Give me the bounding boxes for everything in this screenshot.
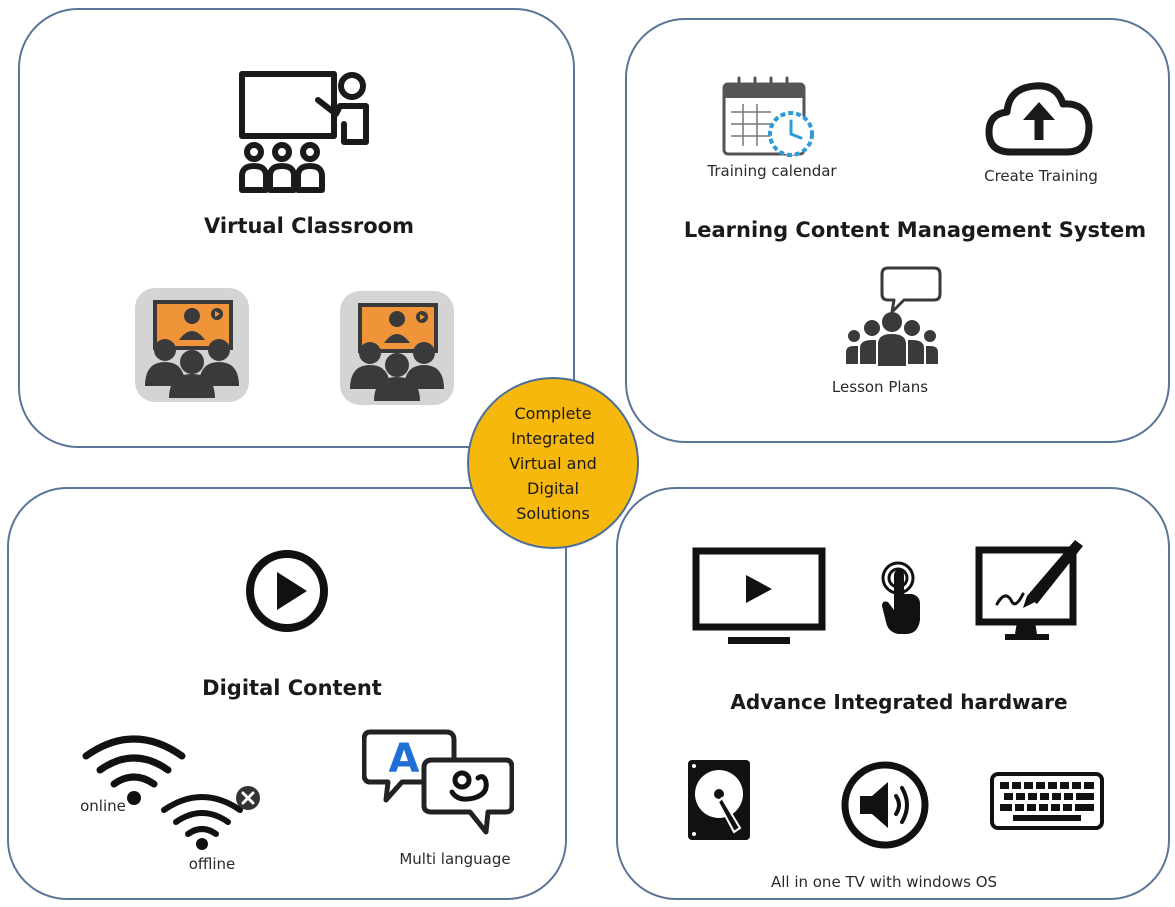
training-calendar-icon — [722, 76, 814, 157]
virtual-classroom-title: Virtual Classroom — [204, 214, 414, 238]
wifi-icon — [82, 735, 186, 805]
svg-text:A: A — [389, 736, 420, 782]
create-training-label: Create Training — [984, 167, 1098, 185]
center-hub-label: Complete Integrated Virtual and Digital … — [509, 403, 597, 523]
online-label: online — [80, 797, 126, 815]
pen-monitor-icon — [975, 540, 1083, 640]
tv-play-icon — [692, 547, 826, 644]
hard-disk-icon — [688, 760, 750, 840]
virtual-classroom-panel — [18, 8, 575, 448]
hardware-title: Advance Integrated hardware — [730, 690, 1068, 714]
center-hub: Complete Integrated Virtual and Digital … — [467, 377, 639, 549]
training-calendar-label: Training calendar — [707, 162, 837, 180]
wifi-off-icon — [161, 786, 260, 850]
video-audience-icon — [340, 291, 454, 405]
play-circle-icon — [246, 550, 328, 632]
digital-content-title: Digital Content — [202, 676, 382, 700]
speaker-icon — [841, 761, 929, 849]
multi-language-label: Multi language — [399, 850, 511, 868]
translate-bubbles-icon: A — [362, 729, 514, 835]
hardware-caption: All in one TV with windows OS — [770, 873, 998, 891]
lcms-panel — [625, 18, 1170, 443]
lesson-plans-label: Lesson Plans — [831, 378, 929, 396]
video-audience-icon — [135, 288, 249, 402]
group-speech-icon — [846, 266, 942, 366]
teacher-classroom-icon — [239, 71, 369, 193]
offline-label: offline — [188, 855, 236, 873]
lcms-title: Learning Content Management System — [683, 218, 1147, 242]
keyboard-icon — [990, 772, 1104, 830]
touch-hand-icon — [881, 561, 920, 634]
cloud-upload-icon — [985, 82, 1093, 156]
